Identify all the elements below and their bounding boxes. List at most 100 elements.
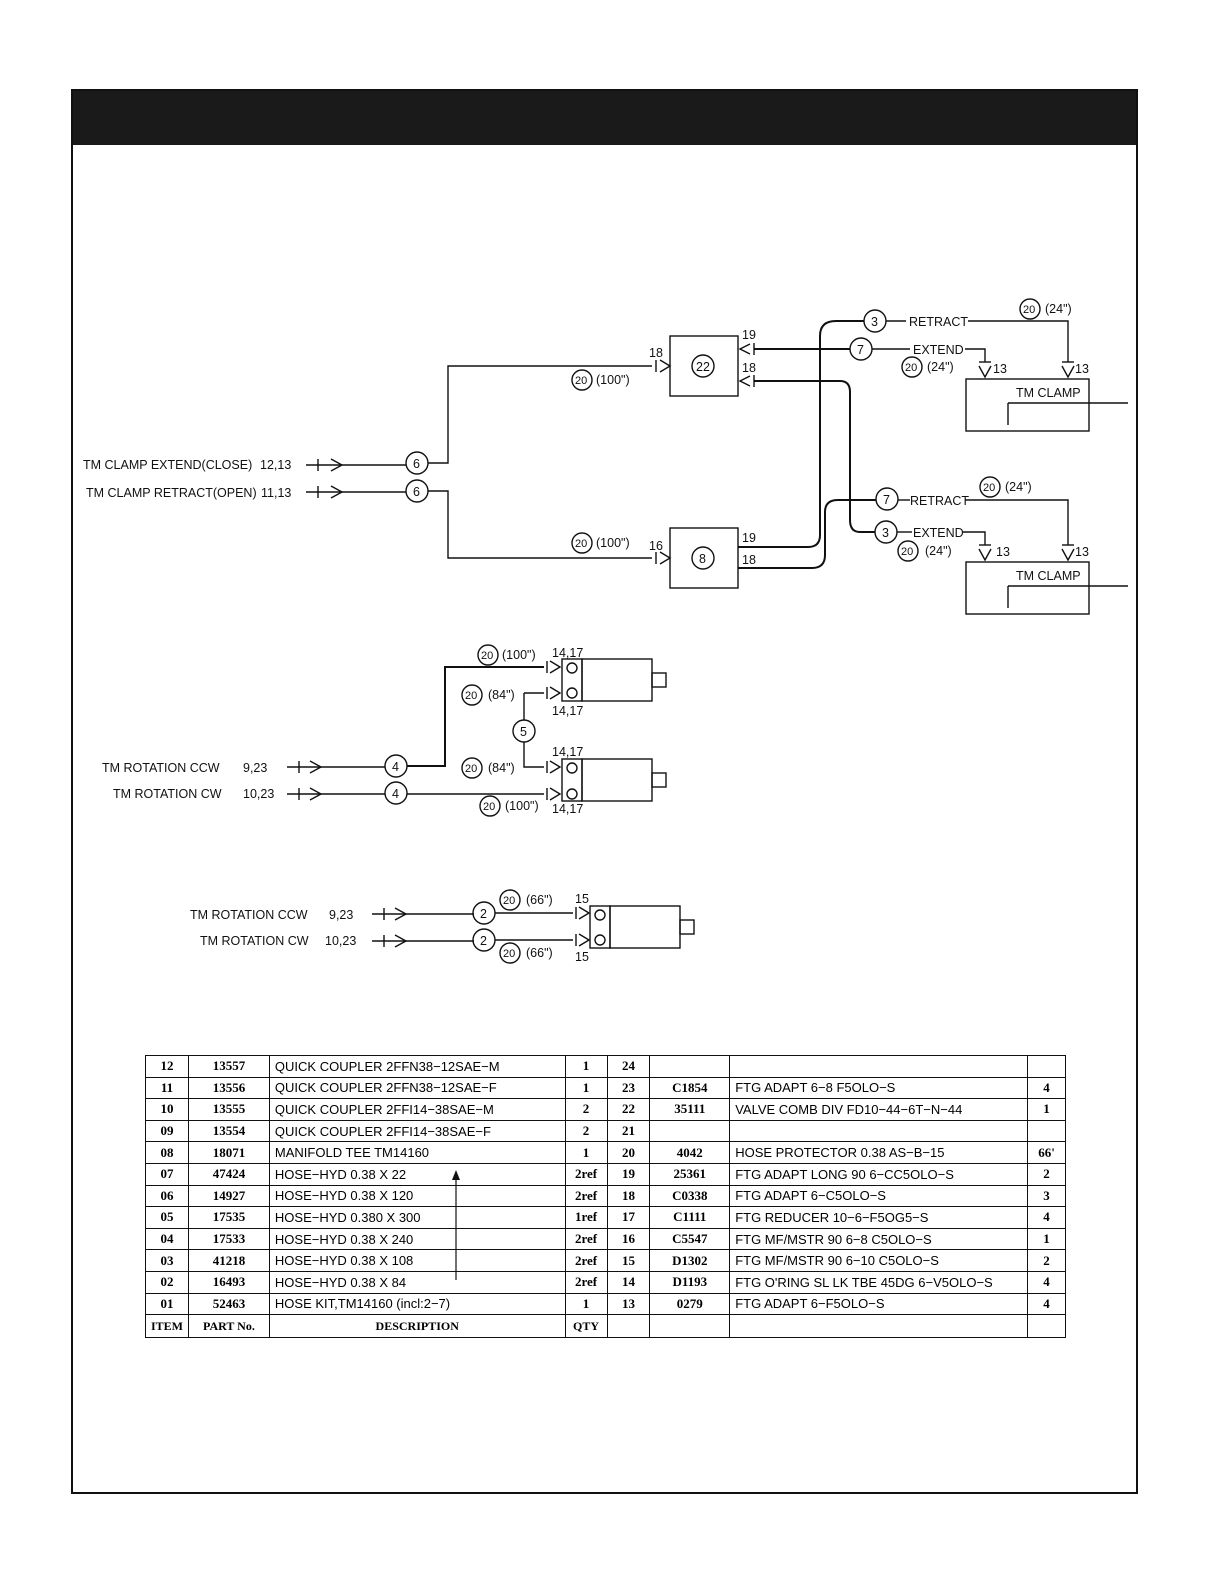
table-cell-l-desc: HOSE−HYD 0.38 X 108 — [268, 1249, 566, 1272]
table-cell-l-part: 13556 — [188, 1076, 270, 1100]
table-cell-r-qty: 1 — [1027, 1227, 1066, 1251]
table-header-cell: DESCRIPTION — [268, 1314, 566, 1339]
table-cell-l-desc: HOSE−HYD 0.38 X 84 — [268, 1270, 566, 1294]
table-cell-l-part: 17533 — [188, 1227, 270, 1251]
table-cell-r-desc: FTG ADAPT 6−C5OLO−S — [729, 1184, 1029, 1208]
table-cell-l-qty: 1 — [564, 1141, 608, 1164]
table-cell-l-qty: 1ref — [564, 1206, 608, 1229]
table-cell-r-desc: HOSE PROTECTOR 0.38 AS−B−15 — [729, 1141, 1029, 1164]
table-cell-r-desc: FTG MF/MSTR 90 6−10 C5OLO−S — [729, 1249, 1029, 1272]
clamp2-retract-len: (24") — [1005, 480, 1032, 494]
table-cell-l-item: 09 — [144, 1119, 190, 1143]
table-cell-l-qty: 2ref — [564, 1227, 608, 1251]
rot-dual-cw-ports: 10,23 — [243, 787, 274, 801]
table-cell-l-desc: MANIFOLD TEE TM14160 — [268, 1141, 566, 1164]
table-header-empty — [729, 1314, 1029, 1339]
table-cell-r-qty: 4 — [1027, 1270, 1066, 1294]
hose-callout-6b: 6 — [413, 485, 420, 499]
clamp2-fit-b: 13 — [1075, 545, 1089, 559]
table-cell-r-item: 18 — [606, 1184, 651, 1208]
table-cell-r-item: 19 — [606, 1162, 651, 1186]
table-cell-r-item: 14 — [606, 1270, 651, 1294]
rot-dual-port-2: 14,17 — [552, 704, 583, 718]
clamp2-extend-hose: 3 — [882, 526, 889, 540]
clamp2-fit-a: 13 — [996, 545, 1010, 559]
table-cell-r-qty: 3 — [1027, 1184, 1066, 1208]
table-cell-l-qty: 1 — [564, 1292, 608, 1316]
rot-dual-hose-4a: 4 — [392, 760, 399, 774]
table-cell-r-qty: 1 — [1027, 1098, 1066, 1121]
table-cell-l-part: 17535 — [188, 1206, 270, 1229]
table-cell-r-desc: FTG REDUCER 10−6−F5OG5−S — [729, 1206, 1029, 1229]
table-cell-l-part: 13554 — [188, 1119, 270, 1143]
table-cell-r-item: 21 — [606, 1119, 651, 1143]
table-cell-r-desc: VALVE COMB DIV FD10−44−6T−N−44 — [729, 1098, 1029, 1121]
clamp-extend-input-ports: 12,13 — [260, 458, 291, 472]
table-cell-l-desc: HOSE−HYD 0.380 X 300 — [268, 1206, 566, 1229]
table-cell-l-item: 05 — [144, 1206, 190, 1229]
clamp2-extend-len: (24") — [925, 544, 952, 558]
table-cell-r-part: 0279 — [649, 1292, 731, 1316]
clamp2-retract-hose: 7 — [883, 493, 890, 507]
table-cell-l-item: 03 — [144, 1249, 190, 1272]
table-cell-r-item: 23 — [606, 1076, 651, 1100]
table-cell-l-part: 47424 — [188, 1162, 270, 1186]
valve-8-hose-ref: 20 — [575, 538, 587, 550]
table-cell-l-qty: 1 — [564, 1076, 608, 1100]
table-cell-r-part — [649, 1119, 731, 1143]
table-header-empty — [1027, 1314, 1066, 1339]
table-cell-r-part — [649, 1055, 731, 1078]
table-cell-r-item: 15 — [606, 1249, 651, 1272]
valve-8-in-port: 16 — [649, 539, 663, 553]
table-cell-r-desc: FTG O'RING SL LK TBE 45DG 6−V5OLO−S — [729, 1270, 1029, 1294]
clamp2-extend-ref: 20 — [901, 546, 913, 558]
table-cell-r-part: C1854 — [649, 1076, 731, 1100]
valve-8-id: 8 — [699, 552, 706, 566]
table-cell-r-desc — [729, 1119, 1029, 1143]
table-cell-l-part: 16493 — [188, 1270, 270, 1294]
clamp1-extend-len: (24") — [927, 360, 954, 374]
clamp2-label: TM CLAMP — [1016, 569, 1081, 583]
table-cell-l-part: 18071 — [188, 1141, 270, 1164]
rot-dual-len-4: (100") — [505, 799, 539, 813]
table-cell-l-qty: 1 — [564, 1055, 608, 1078]
clamp1-extend-label: EXTEND — [913, 343, 964, 357]
table-cell-l-part: 13555 — [188, 1098, 270, 1121]
valve-22-id: 22 — [696, 360, 710, 374]
rot-single-port-1: 15 — [575, 892, 589, 906]
table-cell-r-part: C0338 — [649, 1184, 731, 1208]
table-cell-r-qty — [1027, 1055, 1066, 1078]
rot-single-cw-ports: 10,23 — [325, 934, 356, 948]
clamp2-retract-label: RETRACT — [910, 494, 969, 508]
table-cell-l-desc: QUICK COUPLER 2FFI14−38SAE−M — [268, 1098, 566, 1121]
table-cell-l-item: 01 — [144, 1292, 190, 1316]
valve-8-out-port-bottom: 18 — [742, 553, 756, 567]
valve-22-out-port-bottom: 18 — [742, 361, 756, 375]
rot-single-ref-2: 20 — [503, 948, 515, 960]
table-cell-r-qty: 4 — [1027, 1206, 1066, 1229]
rot-dual-tee: 5 — [520, 725, 527, 739]
table-header-cell: PART No. — [188, 1314, 270, 1339]
rot-dual-port-1: 14,17 — [552, 646, 583, 660]
valve-8-out-port-top: 19 — [742, 531, 756, 545]
table-cell-l-desc: QUICK COUPLER 2FFN38−12SAE−F — [268, 1076, 566, 1100]
clamp1-extend-hose: 7 — [857, 343, 864, 357]
clamp1-retract-ref: 20 — [1023, 304, 1035, 316]
table-header-empty — [606, 1314, 651, 1339]
rot-dual-ref-2: 20 — [465, 690, 477, 702]
table-cell-l-qty: 2ref — [564, 1249, 608, 1272]
table-cell-r-qty: 2 — [1027, 1249, 1066, 1272]
rot-dual-ref-1: 20 — [481, 650, 493, 662]
table-cell-r-part: D1302 — [649, 1249, 731, 1272]
rot-dual-len-2: (84") — [488, 688, 515, 702]
table-header-empty — [649, 1314, 731, 1339]
rot-dual-ccw-label: TM ROTATION CCW — [102, 761, 220, 775]
table-cell-r-desc: FTG ADAPT 6−8 F5OLO−S — [729, 1076, 1029, 1100]
table-cell-l-item: 06 — [144, 1184, 190, 1208]
table-cell-l-part: 14927 — [188, 1184, 270, 1208]
rot-single-hose-2b: 2 — [480, 934, 487, 948]
